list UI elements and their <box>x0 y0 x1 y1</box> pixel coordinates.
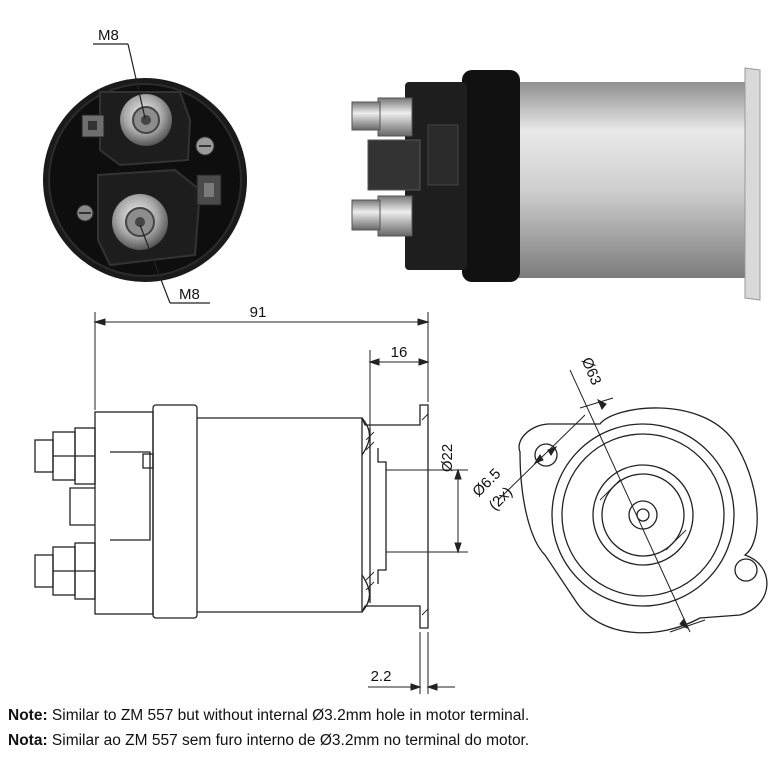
dim-2-2 <box>368 632 455 694</box>
m8-bottom-label: M8 <box>179 286 200 303</box>
note-english-label: Note: <box>8 707 48 724</box>
m8-top-label: M8 <box>98 27 119 44</box>
dim-6-5 <box>497 414 586 501</box>
solenoid-diagram: M8 M8 <box>34 27 768 694</box>
front-hatch <box>599 479 687 551</box>
photo-callout-top <box>93 43 146 119</box>
photo-callout-bottom <box>139 224 210 304</box>
side-drawing-hatch <box>365 413 429 616</box>
note-english-text: Similar to ZM 557 but without internal Ø… <box>51 707 530 724</box>
end-view-photo <box>43 78 247 282</box>
dim-16 <box>368 350 430 428</box>
dim-22-label: Ø22 <box>439 444 456 472</box>
side-drawing <box>34 404 429 629</box>
note-portuguese-text: Similar ao ZM 557 sem furo interno de Ø3… <box>51 732 530 749</box>
note-portuguese-label: Nota: <box>8 732 48 749</box>
note-english: Note: Similar to ZM 557 but without inte… <box>8 706 529 726</box>
side-view-photo <box>351 67 761 301</box>
dim-91-label: 91 <box>250 304 267 321</box>
dim-63-label: Ø63 <box>578 355 605 388</box>
dim-63 <box>569 369 706 633</box>
dim-16-label: 16 <box>391 344 408 361</box>
dim-22 <box>386 468 468 554</box>
note-portuguese: Nota: Similar ao ZM 557 sem furo interno… <box>8 731 529 751</box>
front-drawing <box>518 407 768 634</box>
dim-2-2-label: 2.2 <box>371 668 392 685</box>
